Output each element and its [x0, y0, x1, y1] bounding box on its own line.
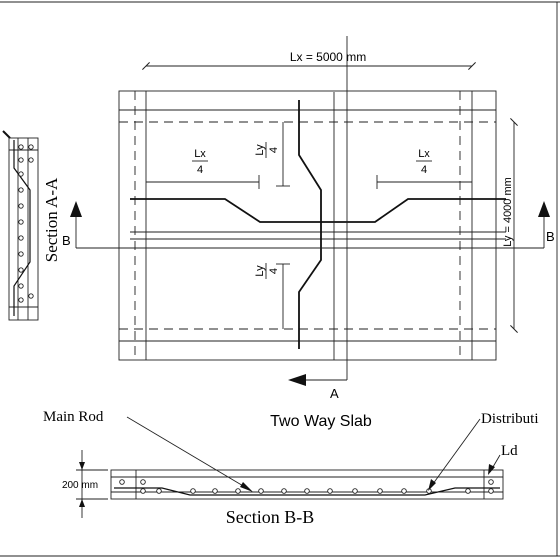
cut-b-right-label: B: [546, 229, 555, 244]
section-aa-rebar-dots: [18, 144, 34, 303]
main-bar-y: [298, 100, 322, 349]
main-rod-leader: [126, 416, 251, 491]
section-bb: 200 mm Main Rod Distributi Ld Section B-…: [43, 409, 539, 527]
main-rod-leader-arrow-icon: [240, 482, 253, 492]
thickness-label: 200 mm: [62, 480, 98, 491]
section-aa: Section A-A: [2, 130, 61, 321]
fraction-denominator: 4: [268, 268, 280, 274]
cut-b-left-label: B: [62, 233, 71, 248]
fraction-numerator: Ly: [254, 144, 266, 156]
distribution-leader-arrow-icon: [428, 479, 436, 491]
fraction-lx4-left: Lx 4: [192, 148, 208, 176]
fraction-denominator: 4: [268, 147, 280, 153]
slab-outline: [118, 90, 497, 361]
ly-dimension-label: Ly = 4000 mm: [502, 177, 514, 247]
fraction-numerator: Lx: [418, 148, 430, 160]
cut-b-right-arrow-icon: [538, 201, 550, 217]
cut-b-left-arrow-icon: [70, 201, 82, 217]
slab-plan: Lx 4 Lx 4 Ly 4 Ly 4 Lx = 5000 mm Ly = 40…: [62, 36, 555, 430]
section-aa-bar-end-icon: [2, 130, 11, 139]
main-rod-label: Main Rod: [43, 409, 104, 425]
ld-leader-arrow-icon: [488, 464, 495, 475]
fraction-lx4-right: Lx 4: [416, 148, 432, 176]
fraction-ly4-bottom: Ly 4: [254, 263, 280, 279]
main-bar-x: [130, 198, 506, 223]
thickness-arrow-top-icon: [79, 462, 85, 470]
section-aa-title: Section A-A: [42, 177, 61, 262]
ld-label: Ld: [501, 443, 518, 459]
plan-title: Two Way Slab: [270, 413, 372, 430]
lx-dimension-label: Lx = 5000 mm: [290, 50, 366, 64]
cut-a-label: A: [330, 386, 339, 401]
section-bb-title: Section B-B: [226, 507, 315, 527]
fraction-ly4-top: Ly 4: [254, 142, 280, 158]
fraction-denominator: 4: [421, 164, 427, 176]
fraction-numerator: Ly: [254, 265, 266, 277]
distribution-leader: [429, 418, 481, 489]
fraction-numerator: Lx: [194, 148, 206, 160]
cut-a-arrow-icon: [288, 374, 306, 386]
thickness-arrow-bottom-icon: [79, 499, 85, 507]
fraction-denominator: 4: [197, 164, 203, 176]
section-bb-rebar-dots: [119, 479, 494, 494]
distribution-label: Distributi: [481, 411, 539, 427]
